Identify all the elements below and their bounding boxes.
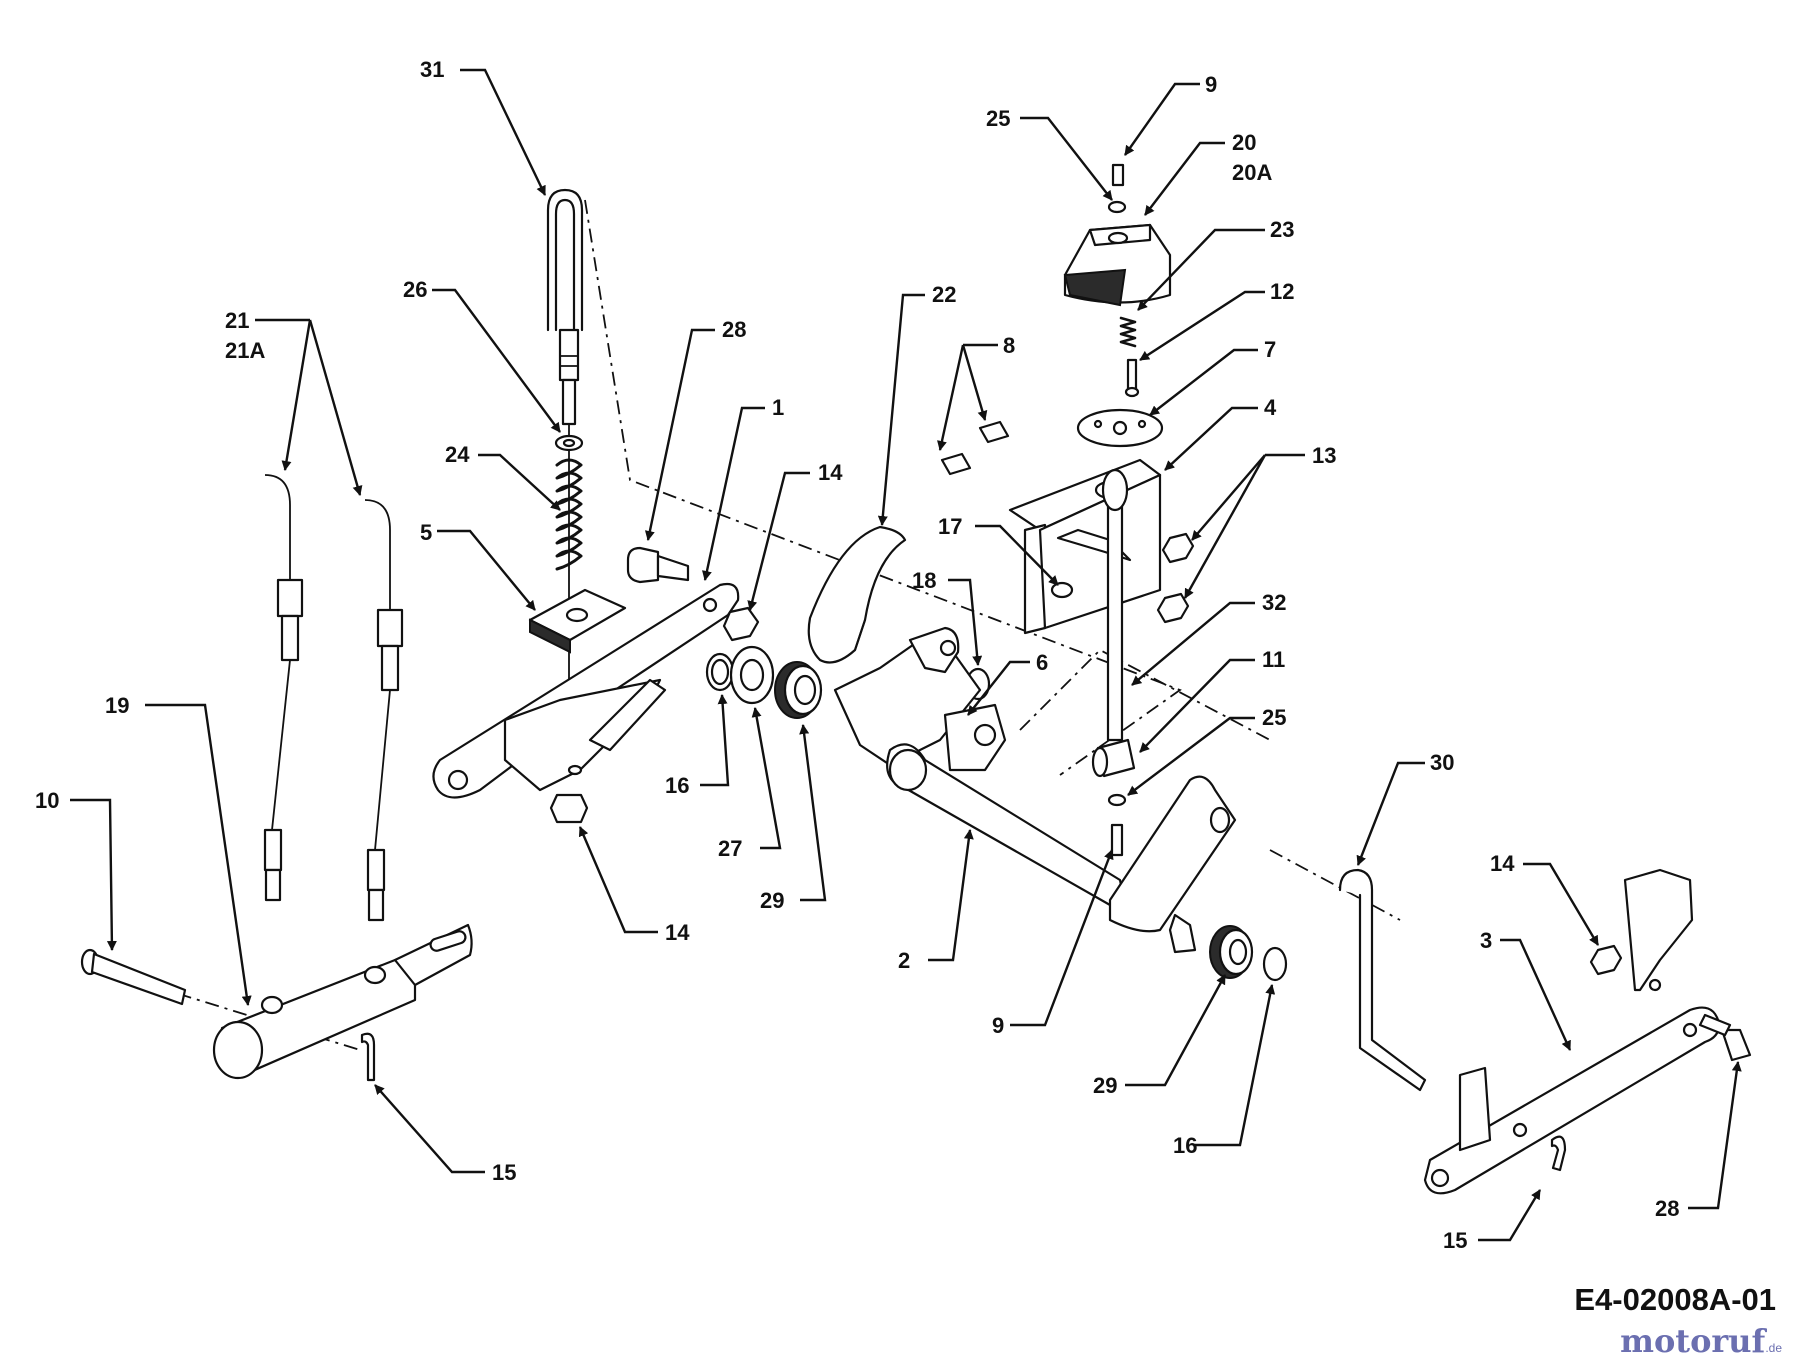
- callout-27: 27: [718, 836, 742, 861]
- part-15-cotter-pin-right: [1550, 1135, 1567, 1172]
- part-23-spring: [1119, 316, 1137, 348]
- part-28-bolt-left: [626, 546, 690, 584]
- callout-25-lower: 25: [1262, 705, 1286, 730]
- part-13-nut-lower: [1156, 592, 1190, 624]
- part-10-pin: [80, 948, 187, 1006]
- callout-20a: 20A: [1232, 160, 1272, 185]
- part-7-plate: [1076, 408, 1164, 448]
- callout-25-top: 25: [986, 106, 1010, 131]
- bracket-right: [1623, 868, 1694, 992]
- callout-15-left: 15: [492, 1160, 516, 1185]
- callout-28-right: 28: [1655, 1196, 1679, 1221]
- callout-15-right: 15: [1443, 1228, 1467, 1253]
- part-25-washer-lower: [1107, 793, 1127, 807]
- callout-18: 18: [912, 568, 936, 593]
- callout-1: 1: [772, 395, 784, 420]
- callout-30: 30: [1430, 750, 1454, 775]
- callout-2: 2: [898, 948, 910, 973]
- part-30-rod: [1338, 868, 1427, 1092]
- part-19-cylinder: [212, 923, 473, 1080]
- callout-3: 3: [1480, 928, 1492, 953]
- callout-14-upper: 14: [818, 460, 843, 485]
- part-21-cables: [263, 474, 404, 922]
- part-14-nut-upper: [722, 606, 760, 642]
- part-24-spring: [555, 458, 583, 571]
- callout-5: 5: [420, 520, 432, 545]
- part-14-nut-right: [1589, 944, 1623, 976]
- part-25-washer-top: [1107, 200, 1127, 214]
- callout-24: 24: [445, 442, 470, 467]
- brand-name: motoruf: [1620, 1322, 1766, 1360]
- part-14-nut-lower: [549, 793, 589, 824]
- part-5-plate: [528, 588, 627, 654]
- callout-12: 12: [1270, 279, 1294, 304]
- callout-9-top: 9: [1205, 72, 1217, 97]
- part-17-clip: [1050, 581, 1074, 599]
- callout-21a: 21A: [225, 338, 265, 363]
- callout-labels: 31 26 24 5 21 21A 19 10 15 14 28 1 14 16…: [35, 57, 1679, 1253]
- callout-26: 26: [403, 277, 427, 302]
- callout-10: 10: [35, 788, 59, 813]
- part-3-arm: [1423, 1006, 1720, 1195]
- callout-9-lower: 9: [992, 1013, 1004, 1038]
- callout-20: 20: [1232, 130, 1256, 155]
- callout-7: 7: [1264, 337, 1276, 362]
- part-9-screw-top: [1111, 163, 1125, 187]
- part-12-pin: [1124, 358, 1140, 398]
- callout-16-left: 16: [665, 773, 689, 798]
- part-2-shaft: [886, 743, 1123, 907]
- part-15-cotter-pin-left: [360, 1032, 376, 1082]
- part-9-screw-right: [1110, 823, 1124, 857]
- part-8-screws: [940, 420, 1010, 476]
- part-29-bushing-right: [1209, 925, 1254, 979]
- part-13-nut-upper: [1161, 532, 1195, 564]
- callout-6: 6: [1036, 650, 1048, 675]
- callout-11: 11: [1262, 647, 1285, 672]
- callout-23: 23: [1270, 217, 1294, 242]
- part-16-ring-right: [1262, 946, 1288, 982]
- callout-21: 21: [225, 308, 249, 333]
- callout-29-right: 29: [1093, 1073, 1117, 1098]
- callout-16-right: 16: [1173, 1133, 1197, 1158]
- callout-8: 8: [1003, 333, 1015, 358]
- callout-29-left: 29: [760, 888, 784, 913]
- brand-watermark: motoruf.de: [1620, 1322, 1782, 1360]
- callout-31: 31: [420, 57, 444, 82]
- part-28-bolt-right: [1698, 1013, 1752, 1062]
- callout-32: 32: [1262, 590, 1286, 615]
- callout-17: 17: [938, 514, 962, 539]
- diagram-reference-code: E4-02008A-01: [1574, 1282, 1776, 1317]
- part-4-bracket: [1008, 458, 1162, 635]
- part-22-curved-plate: [807, 525, 907, 664]
- callout-14-lower: 14: [665, 920, 690, 945]
- part-6-cam-assembly: [833, 626, 1007, 772]
- part-29-bushing-left: [774, 661, 823, 719]
- center-lines: [149, 199, 1401, 1051]
- callout-13: 13: [1312, 443, 1336, 468]
- callout-28-left: 28: [722, 317, 746, 342]
- part-20-knob: [1063, 223, 1172, 307]
- part-1-shift-arm: [432, 582, 740, 799]
- callout-14-right: 14: [1490, 851, 1515, 876]
- brand-suffix: .de: [1765, 1341, 1782, 1355]
- part-11-roller: [1091, 738, 1136, 778]
- leader-lines: [70, 68, 1742, 1242]
- callout-22: 22: [932, 282, 956, 307]
- part-31-shift-rod: [546, 188, 584, 770]
- callout-19: 19: [105, 693, 129, 718]
- callout-4: 4: [1264, 395, 1277, 420]
- shaft-lever-arm: [1108, 775, 1237, 954]
- part-32-rod: [1101, 468, 1129, 742]
